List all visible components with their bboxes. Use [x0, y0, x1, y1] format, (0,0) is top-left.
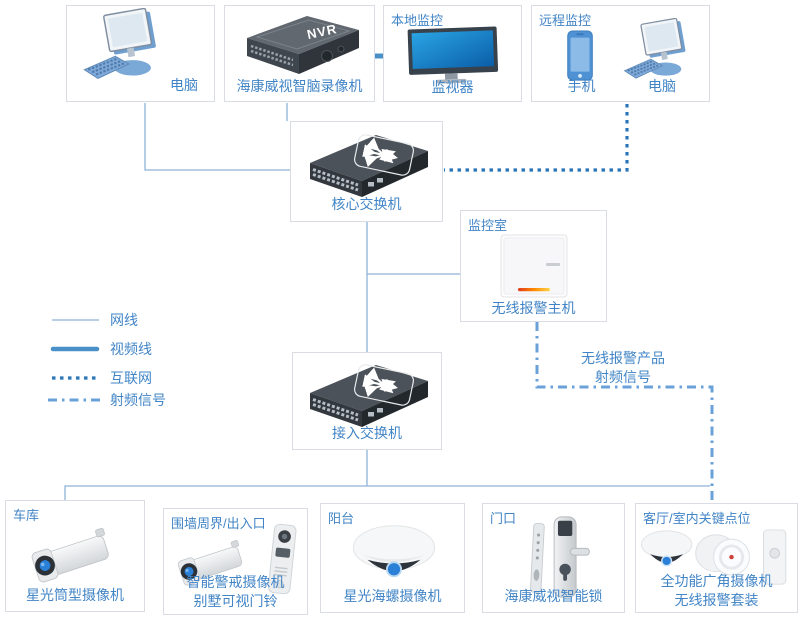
node-living-room: 客厅/室内关键点位 全功能广角摄像机 无线报警套装 — [635, 503, 798, 613]
alarm-detector-discs-icon — [695, 534, 750, 576]
netline-bottom-bus — [64, 485, 710, 500]
alarm-host-label: 无线报警主机 — [491, 300, 576, 316]
legend-label: 网线 — [110, 312, 138, 328]
node-remote-monitoring: 远程监控 手机 电脑 — [531, 5, 710, 102]
status-light-strip — [518, 288, 550, 292]
turret-camera-icon — [352, 525, 436, 578]
netline-pc-core — [144, 103, 290, 171]
monitor-room-title: 监控室 — [468, 218, 508, 233]
node-balcony: 阳台 星光海螺摄像机 — [320, 503, 465, 613]
perimeter-title: 围墙周界/出入口 — [171, 516, 266, 531]
wireless-alarm-host-icon — [500, 234, 568, 298]
remote-computer-icon — [623, 18, 686, 79]
balcony-camera-label: 星光海螺摄像机 — [343, 588, 442, 604]
remote-pc-label: 电脑 — [648, 78, 676, 94]
legend-internet: 互联网 — [50, 368, 152, 388]
nvr-device-text: NVR — [306, 21, 339, 42]
wide-angle-camera-icon — [640, 530, 693, 567]
perimeter-camera-label: 智能警戒摄像机 — [186, 574, 285, 590]
node-garage: 车库 星光筒型摄像机 — [5, 500, 145, 612]
doorbell-label: 别墅可视门铃 — [193, 593, 278, 609]
rf-note: 无线报警产品 射频信号 — [543, 349, 703, 387]
node-access-switch: 接入交换机 — [292, 352, 442, 450]
node-local-monitoring: 本地监控 监视器 — [383, 5, 522, 102]
rf-note-line1: 无线报警产品 — [581, 350, 665, 366]
doorway-title: 门口 — [490, 511, 517, 526]
access-switch-label: 接入交换机 — [332, 425, 402, 441]
rf-note-line2: 射频信号 — [595, 369, 651, 385]
internet-line-sample — [52, 376, 99, 380]
alarm-kit-icons — [640, 529, 787, 585]
phone-label: 手机 — [567, 78, 596, 94]
garage-camera-label: 星光筒型摄像机 — [26, 587, 124, 603]
local-monitoring-title: 本地监控 — [391, 13, 444, 28]
legend-rf-signal: 射频信号 — [46, 390, 166, 410]
pc-label: 电脑 — [170, 77, 198, 93]
alarm-remote-icon — [763, 529, 787, 585]
core-switch-label: 核心交换机 — [331, 196, 402, 212]
smart-lock-icon — [529, 516, 590, 598]
node-monitor-room: 监控室 无线报警主机 — [460, 210, 607, 322]
node-core-switch: 核心交换机 — [290, 121, 443, 222]
nvr-label: 海康威视智脑录像机 — [236, 78, 363, 94]
node-perimeter: 围墙周界/出入口 智能警戒摄像机 别墅可视门铃 — [163, 508, 308, 615]
rfline-host-living — [535, 322, 714, 504]
video-cable-line-sample — [50, 346, 100, 352]
wide-angle-camera-label: 全功能广角摄像机 — [660, 573, 773, 589]
alarm-kit-label: 无线报警套装 — [674, 592, 759, 608]
rf-signal-line-sample — [48, 398, 100, 402]
access-switch-icon — [310, 364, 428, 427]
node-doorway: 门口 海康威视智能锁 — [482, 503, 625, 613]
brand-mark — [546, 263, 560, 266]
legend-network-cable: 网线 — [50, 310, 138, 330]
internet-core-remote — [444, 104, 629, 172]
remote-monitoring-title: 远程监控 — [539, 13, 592, 28]
alert-bullet-camera-icon — [177, 540, 243, 586]
node-nvr: NVR 海康威视智脑录像机 — [224, 5, 375, 102]
balcony-title: 阳台 — [328, 511, 355, 526]
living-room-title: 客厅/室内关键点位 — [643, 511, 751, 526]
legend-label: 射频信号 — [110, 392, 166, 408]
legend-label: 视频线 — [110, 341, 152, 357]
node-pc: 电脑 — [66, 5, 215, 102]
nvr-recorder-icon: NVR — [247, 16, 359, 74]
network-cable-line-sample — [52, 319, 99, 321]
legend-video-cable: 视频线 — [50, 339, 152, 359]
video-doorbell-icon — [267, 523, 297, 595]
monitor-label: 监视器 — [431, 79, 474, 95]
garage-title: 车库 — [13, 508, 40, 523]
smart-lock-label: 海康威视智能锁 — [504, 588, 603, 604]
core-switch-icon — [310, 134, 428, 197]
desktop-computer-icon — [83, 8, 156, 79]
legend-label: 互联网 — [110, 370, 152, 386]
bullet-camera-icon — [31, 527, 109, 583]
smartphone-icon — [567, 30, 593, 81]
tv-monitor-icon — [407, 26, 499, 84]
